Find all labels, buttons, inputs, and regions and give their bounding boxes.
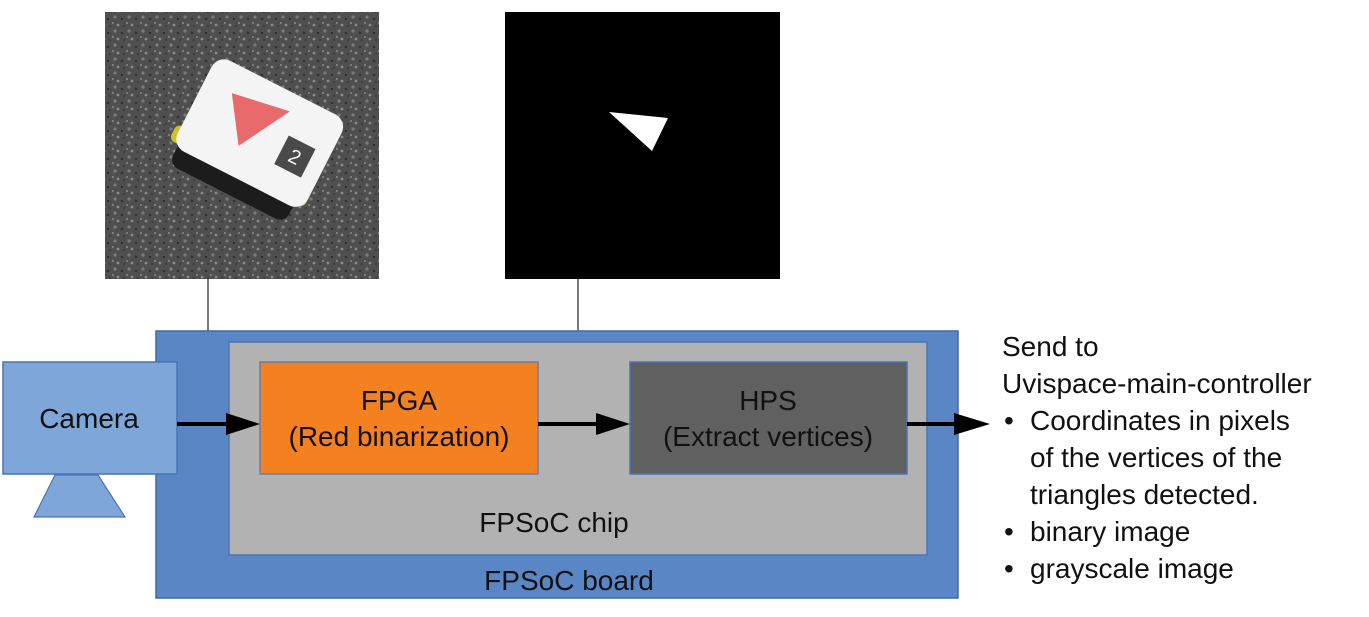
camera-icon: Camera bbox=[2, 361, 178, 518]
white-triangle bbox=[609, 112, 668, 151]
fpga-block bbox=[259, 361, 539, 475]
output-list: • Coordinates in pixels of the vertices … bbox=[1002, 402, 1366, 587]
output-description: Send to Uvispace-main-controller • Coord… bbox=[1002, 328, 1366, 587]
arrow-hps-to-output bbox=[907, 413, 990, 435]
robot-car: 2 bbox=[170, 59, 344, 220]
red-triangle-marker bbox=[231, 93, 290, 146]
hps-subtitle: (Extract vertices) bbox=[663, 421, 873, 452]
list-item-line: triangles detected. bbox=[1030, 479, 1259, 510]
output-heading-line2: Uvispace-main-controller bbox=[1002, 368, 1312, 399]
list-item: • Coordinates in pixels of the vertices … bbox=[1002, 402, 1366, 513]
fpga-subtitle: (Red binarization) bbox=[289, 421, 510, 452]
arrow-camera-to-fpga bbox=[177, 413, 260, 435]
list-item-line: of the vertices of the bbox=[1030, 442, 1283, 473]
list-item: • grayscale image bbox=[1002, 550, 1366, 587]
binary-image bbox=[505, 12, 780, 279]
list-item: • binary image bbox=[1002, 513, 1366, 550]
fpga-title: FPGA bbox=[361, 385, 438, 416]
output-heading-line1: Send to bbox=[1002, 331, 1099, 362]
list-item-line: Coordinates in pixels bbox=[1030, 405, 1290, 436]
bullet-icon: • bbox=[1004, 405, 1014, 436]
list-item-line: binary image bbox=[1030, 516, 1191, 547]
list-item-line: grayscale image bbox=[1030, 553, 1234, 584]
camera-photo: 2 bbox=[105, 12, 379, 279]
arrow-fpga-to-hps bbox=[538, 413, 630, 435]
hps-title: HPS bbox=[739, 385, 797, 416]
bullet-icon: • bbox=[1004, 516, 1014, 547]
camera-label: Camera bbox=[39, 403, 139, 434]
board-label: FPSoC board bbox=[484, 565, 654, 596]
hps-block bbox=[629, 361, 908, 475]
bullet-icon: • bbox=[1004, 553, 1014, 584]
chip-label: FPSoC chip bbox=[479, 507, 628, 538]
